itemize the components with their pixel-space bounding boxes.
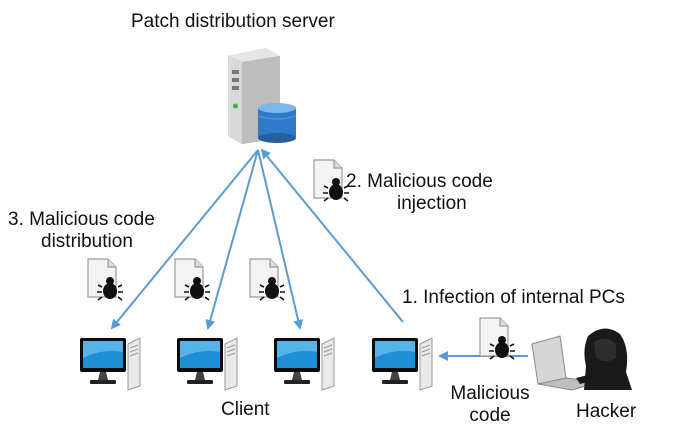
arrow-server-to-client-2 xyxy=(205,149,259,330)
malware-document-icon xyxy=(249,258,285,301)
client-pc-3 xyxy=(274,337,335,391)
client-pc-2 xyxy=(177,337,238,391)
infected-pc xyxy=(372,337,433,391)
malware-document-icon xyxy=(479,317,515,360)
step2-line1: 2. Malicious code xyxy=(346,171,493,192)
step2-label: 2. Malicious code injection xyxy=(346,171,493,215)
arrow-injection-to-server xyxy=(260,148,404,323)
malware-document-icon xyxy=(87,258,123,301)
client-label: Client xyxy=(221,399,270,420)
server-database-icon xyxy=(228,48,297,144)
client-pc-1 xyxy=(80,337,141,391)
server-title: Patch distribution server xyxy=(131,11,335,32)
hooded-hacker-laptop-icon xyxy=(531,328,632,391)
arrow-server-to-client-1 xyxy=(110,149,259,330)
step3-line2: distribution xyxy=(41,231,133,252)
step3-line1: 3. Malicious code xyxy=(8,209,155,230)
malware-document-icon xyxy=(174,258,210,301)
malware-document-icon xyxy=(313,159,349,202)
step3-label: 3. Malicious code distribution xyxy=(8,209,155,253)
malicious-code-label: Malicious code xyxy=(440,383,540,427)
hacker-label: Hacker xyxy=(576,401,637,422)
step1-label: 1. Infection of internal PCs xyxy=(402,287,625,308)
arrow-server-to-client-3 xyxy=(257,149,304,330)
step2-line2: injection xyxy=(397,193,467,214)
malicious-line1: Malicious xyxy=(450,383,530,404)
malicious-line2: code xyxy=(469,405,511,426)
